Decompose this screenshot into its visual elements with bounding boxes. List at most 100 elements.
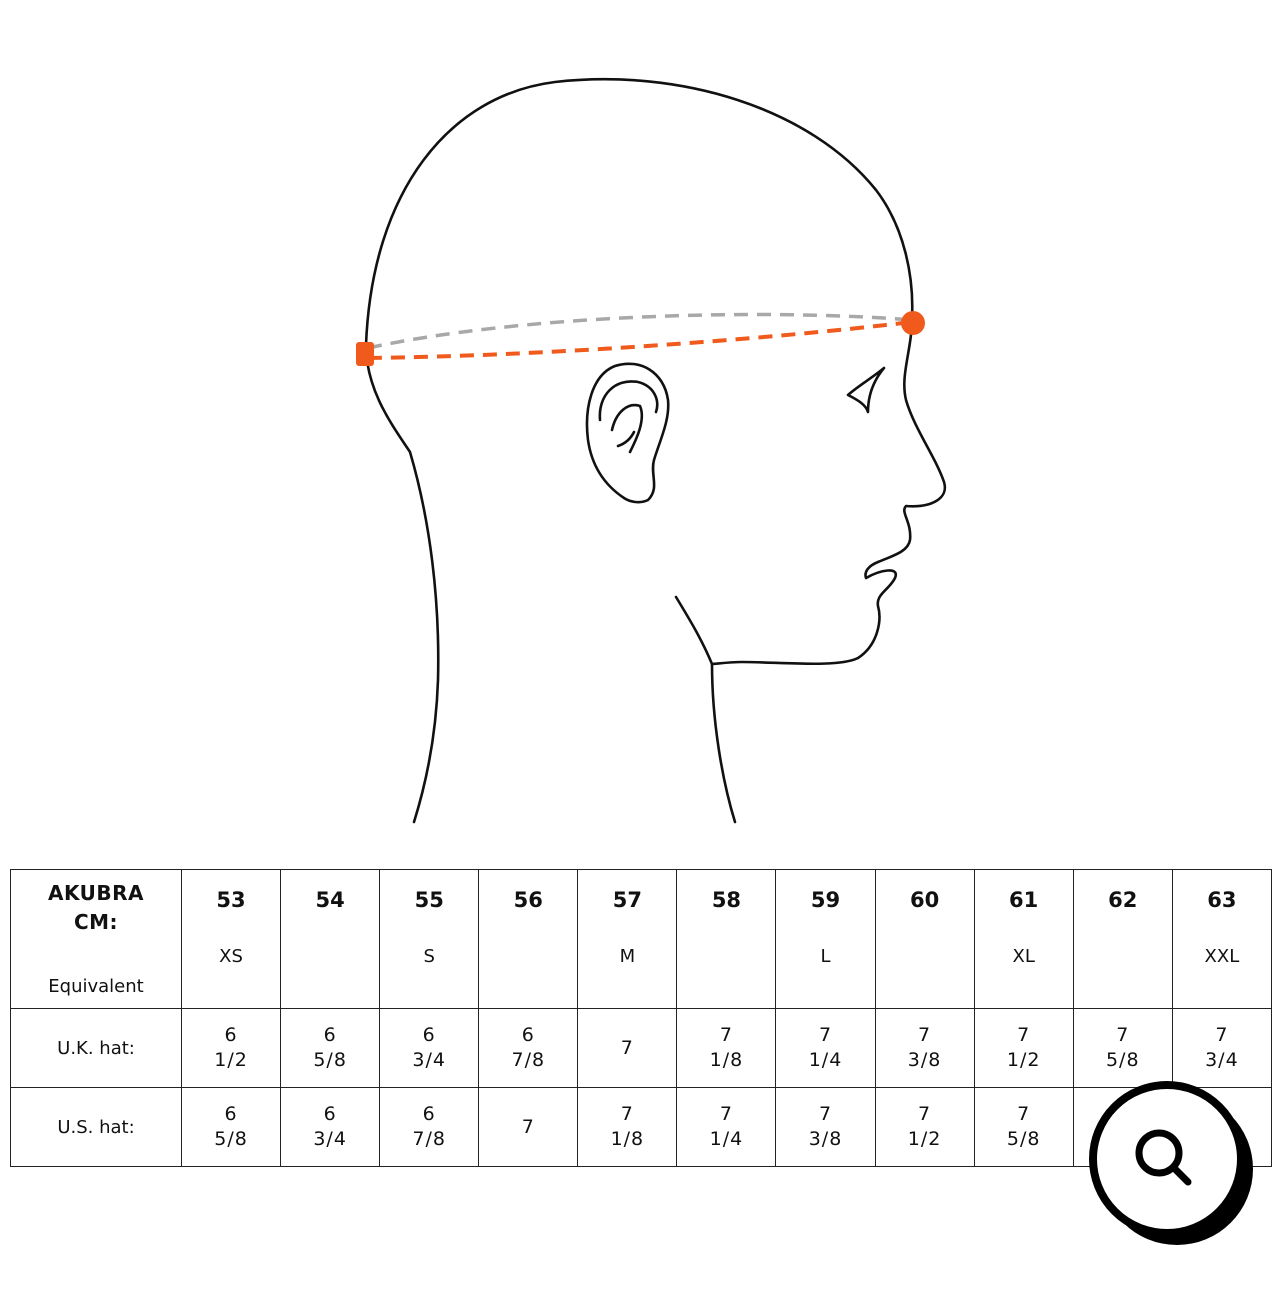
jaw-line bbox=[674, 595, 714, 666]
letter-size bbox=[1074, 946, 1172, 968]
us-size-fraction: 1/2 bbox=[907, 1128, 942, 1150]
cm-value: 58 bbox=[711, 888, 742, 912]
cm-cell: 62 bbox=[1072, 869, 1173, 1009]
ear-inner-line bbox=[598, 380, 659, 422]
zoom-button[interactable] bbox=[1089, 1081, 1255, 1247]
letter-size: XS bbox=[219, 946, 243, 967]
equivalent-label: Equivalent bbox=[48, 975, 144, 997]
us-size-cell: 7 bbox=[478, 1087, 579, 1167]
us-size-value: 7 bbox=[479, 1115, 577, 1140]
us-size-whole: 7 bbox=[620, 1103, 634, 1125]
cm-unit-label: CM: bbox=[73, 909, 119, 934]
letter-size bbox=[677, 946, 775, 968]
brand-name: AKUBRA bbox=[48, 880, 144, 905]
uk-size-whole: 7 bbox=[1017, 1024, 1031, 1046]
letter-size: XXL bbox=[1204, 946, 1240, 967]
front-measure-dash bbox=[367, 320, 913, 360]
us-size-fraction: 3/4 bbox=[313, 1128, 347, 1150]
cm-cell: 58 bbox=[676, 869, 777, 1009]
uk-size-fraction: 7/8 bbox=[511, 1049, 546, 1071]
face-profile-outline bbox=[710, 316, 947, 666]
uk-size-fraction: 1/8 bbox=[709, 1049, 744, 1071]
us-size-whole: 7 bbox=[818, 1103, 833, 1125]
uk-size-whole: 6 bbox=[224, 1024, 238, 1046]
cm-cell: 60 bbox=[874, 869, 975, 1009]
letter-size bbox=[281, 946, 379, 968]
cm-value: 57 bbox=[612, 888, 642, 912]
uk-size-whole: 6 bbox=[323, 1024, 337, 1046]
us-size-fraction: 7/8 bbox=[412, 1128, 446, 1150]
letter-size bbox=[876, 946, 974, 968]
cm-cell: 56 bbox=[478, 869, 579, 1009]
us-size-whole: 7 bbox=[918, 1103, 932, 1125]
uk-size-whole: 7 bbox=[620, 1036, 634, 1059]
letter-size: XL bbox=[1012, 946, 1035, 967]
ear-inner-line-2 bbox=[610, 403, 644, 454]
cm-value: 59 bbox=[810, 888, 841, 912]
zoom-button-face bbox=[1089, 1081, 1245, 1237]
us-size-whole: 7 bbox=[521, 1115, 535, 1138]
letter-size bbox=[479, 946, 577, 968]
neck-back-line bbox=[364, 343, 440, 824]
uk-label-cell: U.K. hat: bbox=[10, 1008, 182, 1088]
us-size-whole: 7 bbox=[719, 1103, 733, 1125]
head-profile-illustration bbox=[356, 78, 947, 824]
ear-outline bbox=[585, 362, 670, 504]
letter-size: L bbox=[820, 946, 831, 967]
cm-value: 60 bbox=[909, 888, 940, 912]
cm-value: 63 bbox=[1207, 888, 1237, 912]
uk-size-cell: 7 bbox=[577, 1008, 678, 1088]
cm-label-cell: AKUBRA CM: Equivalent bbox=[10, 869, 182, 1009]
uk-size-fraction: 3/8 bbox=[907, 1049, 942, 1071]
us-size-fraction: 1/8 bbox=[610, 1128, 645, 1150]
uk-hat-label: U.K. hat: bbox=[57, 1037, 135, 1059]
uk-size-fraction: 3/4 bbox=[1205, 1049, 1239, 1071]
uk-size-fraction: 1/4 bbox=[808, 1049, 843, 1071]
us-size-whole: 7 bbox=[1017, 1103, 1031, 1125]
cm-value: 61 bbox=[1009, 888, 1039, 912]
cm-cell: 54 bbox=[280, 869, 381, 1009]
ear-inner-line-3 bbox=[616, 430, 636, 448]
cm-value: 55 bbox=[414, 888, 444, 912]
us-size-fraction: 5/8 bbox=[214, 1128, 248, 1150]
uk-size-fraction: 1/2 bbox=[214, 1049, 248, 1071]
magnifier-icon bbox=[1135, 1129, 1192, 1186]
cm-value: 53 bbox=[216, 888, 246, 912]
uk-size-whole: 7 bbox=[918, 1024, 932, 1046]
uk-size-fraction: 5/8 bbox=[1105, 1049, 1140, 1071]
uk-size-whole: 7 bbox=[719, 1024, 733, 1046]
uk-size-fraction: 3/4 bbox=[412, 1049, 446, 1071]
us-size-whole: 6 bbox=[224, 1103, 238, 1125]
letter-size: M bbox=[619, 946, 636, 967]
uk-size-whole: 7 bbox=[1116, 1024, 1130, 1046]
